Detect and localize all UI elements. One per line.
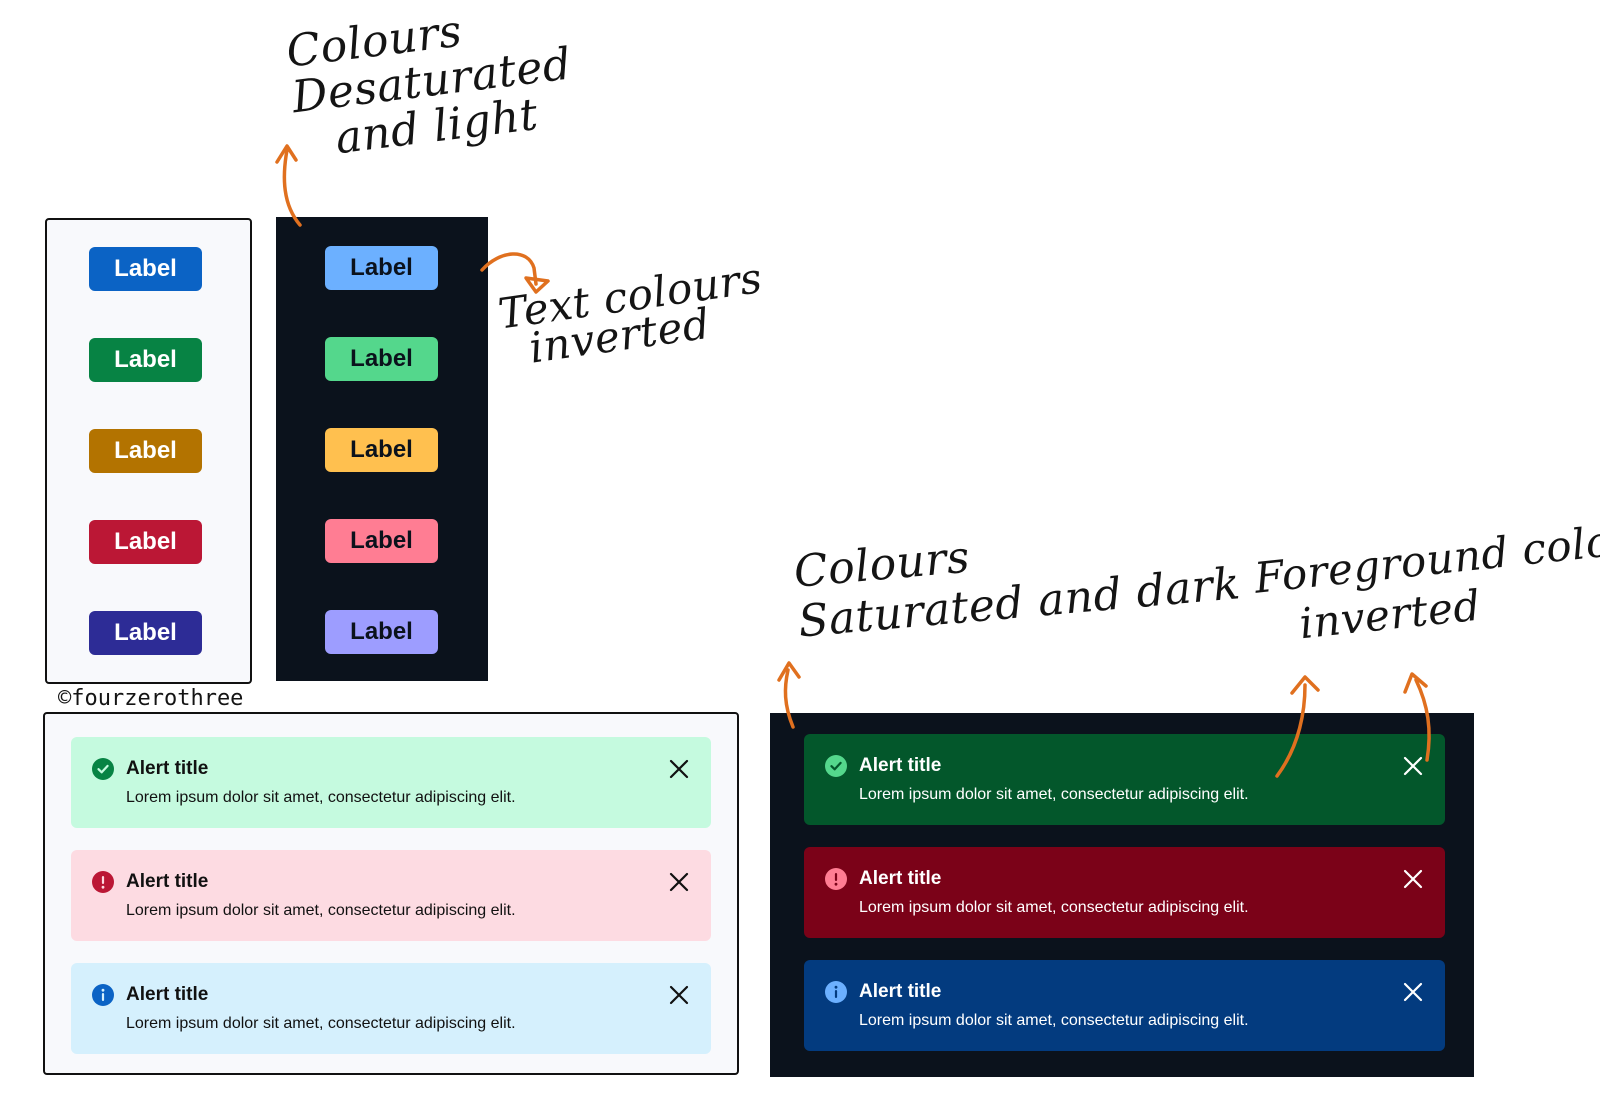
close-icon[interactable] xyxy=(1401,754,1425,778)
arrowhead xyxy=(275,144,298,164)
author-handle: ©fourzerothree xyxy=(58,686,244,711)
alert-title: Alert title xyxy=(859,981,942,1002)
label-chip[interactable]: Label xyxy=(89,611,202,655)
alert-body: Lorem ipsum dolor sit amet, consectetur … xyxy=(859,899,1249,916)
label-chip[interactable]: Label xyxy=(325,519,438,563)
label-chip[interactable]: Label xyxy=(325,246,438,290)
alert-body: Lorem ipsum dolor sit amet, consectetur … xyxy=(126,789,516,806)
dark-label-panel: Label Label Label Label Label xyxy=(276,217,488,681)
exclamation-circle-icon xyxy=(825,868,847,890)
close-icon[interactable] xyxy=(667,983,691,1007)
arrow-to-light-labels-note xyxy=(282,148,302,227)
label-chip[interactable]: Label xyxy=(325,337,438,381)
alert-body: Lorem ipsum dolor sit amet, consectetur … xyxy=(126,1015,516,1032)
label-chip[interactable]: Label xyxy=(325,610,438,654)
arrow-to-saturated-note xyxy=(783,668,795,729)
check-circle-icon xyxy=(825,755,847,777)
alert-title: Alert title xyxy=(126,871,209,892)
exclamation-circle-icon xyxy=(92,871,114,893)
light-label-panel: Label Label Label Label Label xyxy=(45,218,252,684)
alert-title: Alert title xyxy=(126,984,209,1005)
label-chip[interactable]: Label xyxy=(89,429,202,473)
close-icon[interactable] xyxy=(1401,980,1425,1004)
alert-title: Alert title xyxy=(126,758,209,779)
alert-title: Alert title xyxy=(859,868,942,889)
alert-title: Alert title xyxy=(859,755,942,776)
close-icon[interactable] xyxy=(667,870,691,894)
close-icon[interactable] xyxy=(667,757,691,781)
arrow-to-foreground-note-b xyxy=(1414,678,1431,762)
label-chip[interactable]: Label xyxy=(325,428,438,472)
label-chip[interactable]: Label xyxy=(89,247,202,291)
close-icon[interactable] xyxy=(1401,867,1425,891)
check-circle-icon xyxy=(92,758,114,780)
alert-body: Lorem ipsum dolor sit amet, consectetur … xyxy=(859,786,1249,803)
arrow-to-foreground-note-a xyxy=(1275,683,1307,778)
alert-body: Lorem ipsum dolor sit amet, consectetur … xyxy=(126,902,516,919)
arrow-to-text-inverted-note xyxy=(480,252,538,286)
alert-body: Lorem ipsum dolor sit amet, consectetur … xyxy=(859,1012,1249,1029)
arrowhead xyxy=(524,276,550,294)
info-circle-icon xyxy=(92,984,114,1006)
arrowhead xyxy=(777,661,801,682)
label-chip[interactable]: Label xyxy=(89,520,202,564)
info-circle-icon xyxy=(825,981,847,1003)
arrowhead xyxy=(1290,675,1320,695)
label-chip[interactable]: Label xyxy=(89,338,202,382)
arrowhead xyxy=(1403,672,1428,694)
